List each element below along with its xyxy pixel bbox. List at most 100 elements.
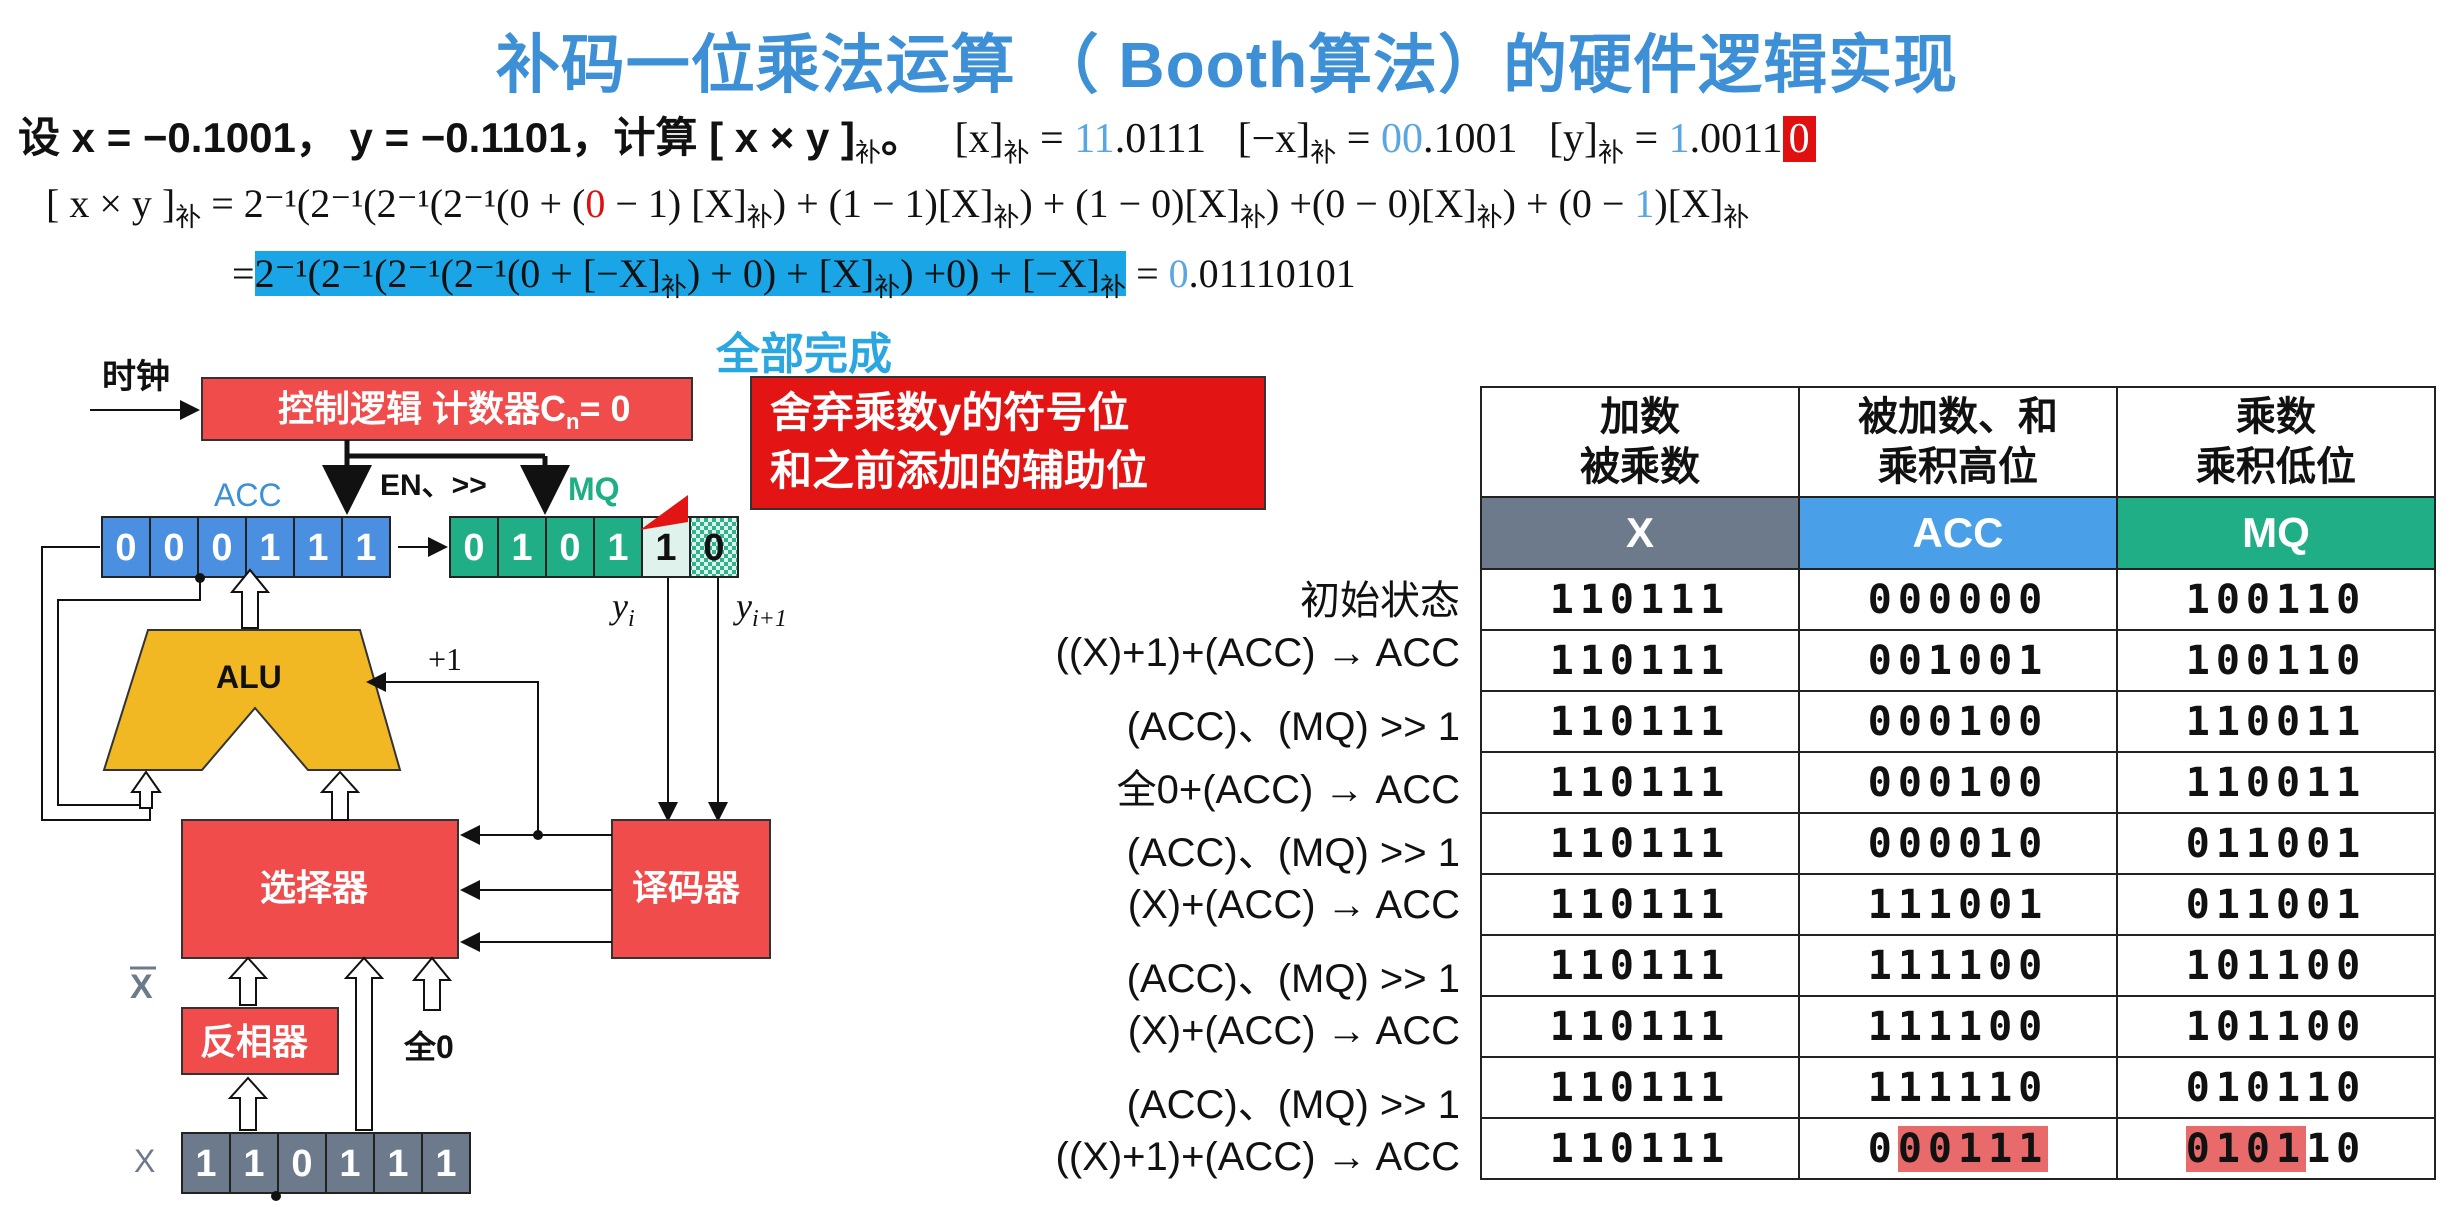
col-label-acc: ACC [1798,496,2118,570]
cell-acc: 111110 [1798,1056,2118,1119]
cell-acc: 000010 [1798,812,2118,875]
x-to-inverter-arrow [227,1076,269,1131]
acc-bit: 0 [163,527,184,569]
table-header-row: 加数被乘数 被加数、和乘积高位 乘数乘积低位 [1480,386,2436,498]
cell-x: 110111 [1480,690,1800,753]
header-x-line1: 加数 [1600,395,1680,439]
header-acc-line1: 被加数、和 [1858,395,2058,439]
cell-acc: 111100 [1798,934,2118,997]
mq-bit-cell [545,516,595,578]
yi-label: yi [609,586,635,632]
cell-acc: 111100 [1798,995,2118,1058]
mq-label: MQ [568,471,620,507]
x-comp-label: [x] [954,116,1004,162]
x-bit: 1 [195,1143,216,1185]
header-mq-line2: 乘积低位 [2196,445,2356,489]
sub: 补 [175,203,202,232]
callout-pointer [640,495,688,530]
yi-text: y [609,586,628,626]
callout-line-2: 和之前添加的辅助位 [770,447,1149,494]
en-shift-label: EN、>> [380,469,487,502]
x-reg-label: X [134,1143,155,1179]
equation-line-1: 设 x = −0.1001， y = −0.1101，计算 [ x × y ]补… [18,104,1816,169]
header-mq-line1: 乘数 [2236,395,2316,439]
x-bit: 1 [435,1143,456,1185]
selector-to-alu-arrow [319,770,361,821]
cell-acc: 000100 [1798,751,2118,814]
eq1-lead: 设 x = −0.1001， y = −0.1101，计算 [ x × y ] [18,114,856,161]
mq-bit: 0 [559,527,580,569]
row-label: (ACC)、(MQ) >> 1 [1126,957,1460,1001]
selector-label: 选择器 [260,867,369,908]
x-bit: 1 [243,1143,264,1185]
sub: 补 [993,203,1020,232]
cell-acc: 000100 [1798,690,2118,753]
y-comp-int: 1 [1668,116,1690,162]
cell-x: 110111 [1480,934,1800,997]
header-x: 加数被乘数 [1480,386,1800,498]
row-label: ((X)+1)+(ACC) → ACC [1055,631,1461,675]
eq2-part-b: − 1) [X] [605,181,747,226]
eq2-part-f: ) + (0 − [1502,181,1635,226]
yi1-sub: i+1 [752,606,787,632]
col-label-x: X [1480,496,1800,570]
eq1-sub: 补 [855,138,882,168]
x-bit-cell [277,1132,327,1194]
eq3-highlight: 2⁻¹(2⁻¹(2⁻¹(2⁻¹(0 + [−X]补) + 0) + [X]补) … [254,251,1127,302]
mq-bit-cell [593,516,643,578]
sub: 补 [1240,203,1267,232]
row-label: (X)+(ACC) → ACC [1127,1009,1460,1053]
mq-aux-bit-cell [689,516,739,578]
mq-bit: 1 [607,527,628,569]
acc-bit: 0 [211,527,232,569]
control-tail: = 0 [579,388,630,429]
zero-to-selector-arrow [411,956,453,1011]
sub: 补 [874,273,901,302]
yi1-label: yi+1 [733,586,787,632]
mq-bit: 0 [463,527,484,569]
eq2-part-g: )[X] [1654,181,1724,226]
acc-bit-cell [293,516,343,578]
eq2-blue-one: 1 [1634,181,1655,226]
cell-mq: 010110 [2116,1056,2436,1119]
eq3-hl-b: ) + 0) + [X] [686,251,875,296]
cell-mq: 010110 [2116,1117,2436,1180]
col-label-mq: MQ [2116,496,2436,570]
eq1-tail: 。 [881,114,924,161]
x-to-selector-arrow [343,956,385,1131]
sub: 补 [1476,203,1503,232]
sub: 补 [1003,138,1030,168]
cell-x: 110111 [1480,751,1800,814]
cell-mq: 011001 [2116,873,2436,936]
equation-line-2: [ x × y ]补 = 2⁻¹(2⁻¹(2⁻¹(2⁻¹(0 + (0 − 1)… [46,180,1749,234]
header-acc: 被加数、和乘积高位 [1798,386,2118,498]
cell-mq: 110011 [2116,751,2436,814]
eq2-left: [ x × y ] [46,181,176,226]
eq3-result-int: 0 [1168,251,1189,296]
sub: 补 [1100,273,1127,302]
plus-one-label: +1 [428,641,462,677]
mq-extra-bit: 1 [655,527,676,569]
xbar-label: X [130,968,153,1006]
acc-to-alu-arrow [130,770,162,809]
inverter-to-selector-arrow [227,956,269,1006]
negx-comp-label: [−x] [1237,116,1311,162]
header-mq: 乘数乘积低位 [2116,386,2436,498]
cell-x: 110111 [1480,1117,1800,1180]
negx-comp-frac: .1001 [1422,116,1518,162]
cell-mq: 011001 [2116,812,2436,875]
x-tap-dot [271,1191,281,1201]
cell-x: 110111 [1480,629,1800,692]
cell-x: 110111 [1480,812,1800,875]
sub: 补 [660,273,687,302]
acc-bit-cell [245,516,295,578]
y-comp-label: [y] [1548,116,1598,162]
highlight-product-low: 0101 [2185,1125,2307,1172]
